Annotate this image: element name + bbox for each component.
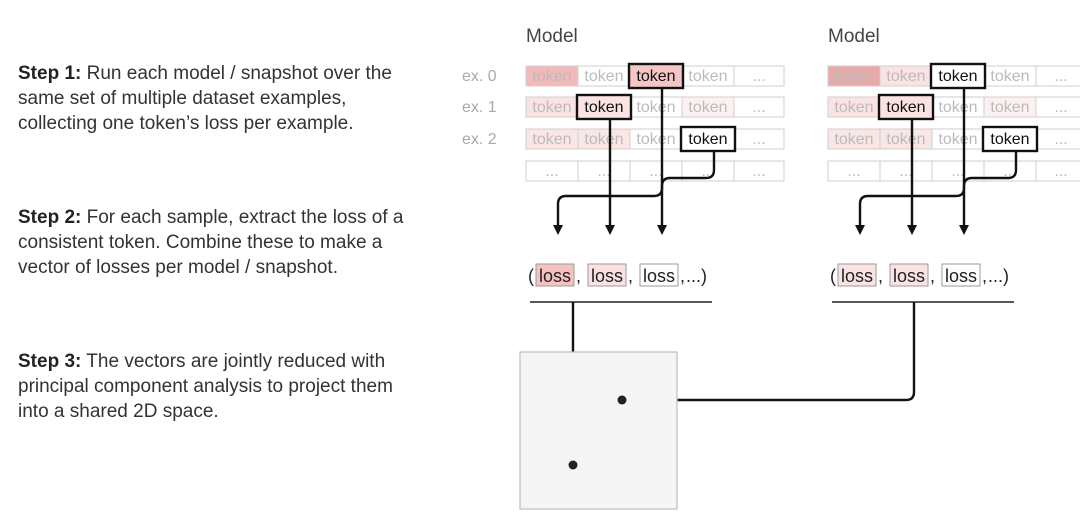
example-label: ex. 0 — [462, 68, 497, 85]
loss-box — [889, 263, 929, 287]
loss-box — [639, 263, 679, 287]
example-label: ex. 2 — [462, 131, 497, 148]
token-cell — [733, 65, 785, 87]
token-cell — [733, 160, 785, 182]
vector-open-paren: ( — [528, 266, 534, 286]
loss-text: loss — [539, 266, 571, 286]
token-text: token — [636, 131, 675, 148]
token-text: token — [886, 68, 925, 85]
token-text: token — [990, 68, 1029, 85]
token-text: token — [584, 68, 623, 85]
ellipsis-text: ... — [1054, 131, 1067, 148]
token-cell — [1035, 65, 1080, 87]
token-text: token — [834, 68, 873, 85]
ellipsis-text: ... — [847, 163, 860, 180]
step-2-label: Step 2: — [18, 207, 82, 228]
vector-tail: ...) — [686, 266, 707, 286]
loss-vector-2: (loss,loss,loss,...) — [830, 263, 1014, 303]
model-title: Model — [526, 26, 578, 47]
ellipsis-text: ... — [649, 163, 662, 180]
selected-token-text: token — [938, 68, 977, 85]
token-text: token — [584, 131, 623, 148]
step-2-body: For each sample, extract the loss of a c… — [18, 207, 404, 278]
token-text: token — [532, 99, 571, 116]
model-grid-2: Model token token token... token token token..… — [827, 26, 1080, 182]
selected-token-box — [929, 62, 987, 90]
vector-tail: ...) — [988, 266, 1009, 286]
step-3-body: The vectors are jointly reduced with pri… — [18, 351, 393, 422]
loss-box — [587, 263, 627, 287]
loss-text: loss — [643, 266, 675, 286]
ellipsis-text: ... — [1054, 68, 1067, 85]
loss-text: loss — [591, 266, 623, 286]
ellipsis-text: ... — [752, 163, 765, 180]
token-text: token — [834, 99, 873, 116]
token-cell — [733, 96, 785, 118]
token-text: token — [532, 68, 571, 85]
loss-box — [535, 263, 575, 287]
model-title: Model — [828, 26, 880, 47]
flow-arrow — [657, 151, 716, 235]
token-cell — [1035, 96, 1080, 118]
step-3-label: Step 3: — [18, 351, 82, 372]
ellipsis-text: ... — [899, 163, 912, 180]
selected-token-text: token — [584, 99, 623, 116]
loss-box — [837, 263, 877, 287]
selected-token-box — [575, 93, 633, 121]
token-text: token — [990, 99, 1029, 116]
selected-token-box — [981, 125, 1039, 153]
step-3-text: Step 3: The vectors are jointly reduced … — [18, 349, 418, 424]
selected-token-text: token — [688, 131, 727, 148]
token-text: token — [688, 99, 727, 116]
vector-comma: , — [628, 266, 633, 286]
vector-comma: , — [576, 266, 581, 286]
selected-token-box — [627, 62, 685, 90]
example-label: ex. 1 — [462, 99, 497, 116]
flow-arrow — [959, 151, 1018, 235]
projected-point — [617, 395, 627, 405]
loss-text: loss — [893, 266, 925, 286]
token-text: token — [834, 131, 873, 148]
token-text: token — [532, 131, 571, 148]
token-cell — [1035, 160, 1080, 182]
vector-open-paren: ( — [830, 266, 836, 286]
loss-box — [941, 263, 981, 287]
selected-token-text: token — [990, 131, 1029, 148]
vector-comma: , — [982, 266, 987, 286]
loss-text: loss — [945, 266, 977, 286]
pca-projection-box — [519, 351, 678, 510]
projection-arrow — [631, 302, 916, 405]
ellipsis-text: ... — [752, 131, 765, 148]
step-1-label: Step 1: — [18, 63, 82, 84]
ellipsis-text: ... — [951, 163, 964, 180]
token-text: token — [938, 131, 977, 148]
ellipsis-text: ... — [1054, 163, 1067, 180]
projected-point — [568, 460, 578, 470]
token-text: token — [938, 99, 977, 116]
ellipsis-text: ... — [752, 99, 765, 116]
token-text: token — [636, 99, 675, 116]
ellipsis-text: ... — [597, 163, 610, 180]
step-2-text: Step 2: For each sample, extract the los… — [18, 205, 418, 280]
selected-token-box — [679, 125, 737, 153]
ellipsis-text: ... — [1054, 99, 1067, 116]
ellipsis-text: ... — [545, 163, 558, 180]
vector-comma: , — [680, 266, 685, 286]
vector-comma: , — [930, 266, 935, 286]
step-1-text: Step 1: Run each model / snapshot over t… — [18, 61, 418, 136]
vector-comma: , — [878, 266, 883, 286]
token-text: token — [886, 131, 925, 148]
step-1-body: Run each model / snapshot over the same … — [18, 63, 392, 134]
selected-token-text: token — [886, 99, 925, 116]
loss-text: loss — [841, 266, 873, 286]
token-text: token — [688, 68, 727, 85]
selected-token-text: token — [636, 68, 675, 85]
selected-token-box — [877, 93, 935, 121]
loss-vector-1: (loss,loss,loss,...) — [528, 263, 712, 303]
ellipsis-text: ... — [752, 68, 765, 85]
